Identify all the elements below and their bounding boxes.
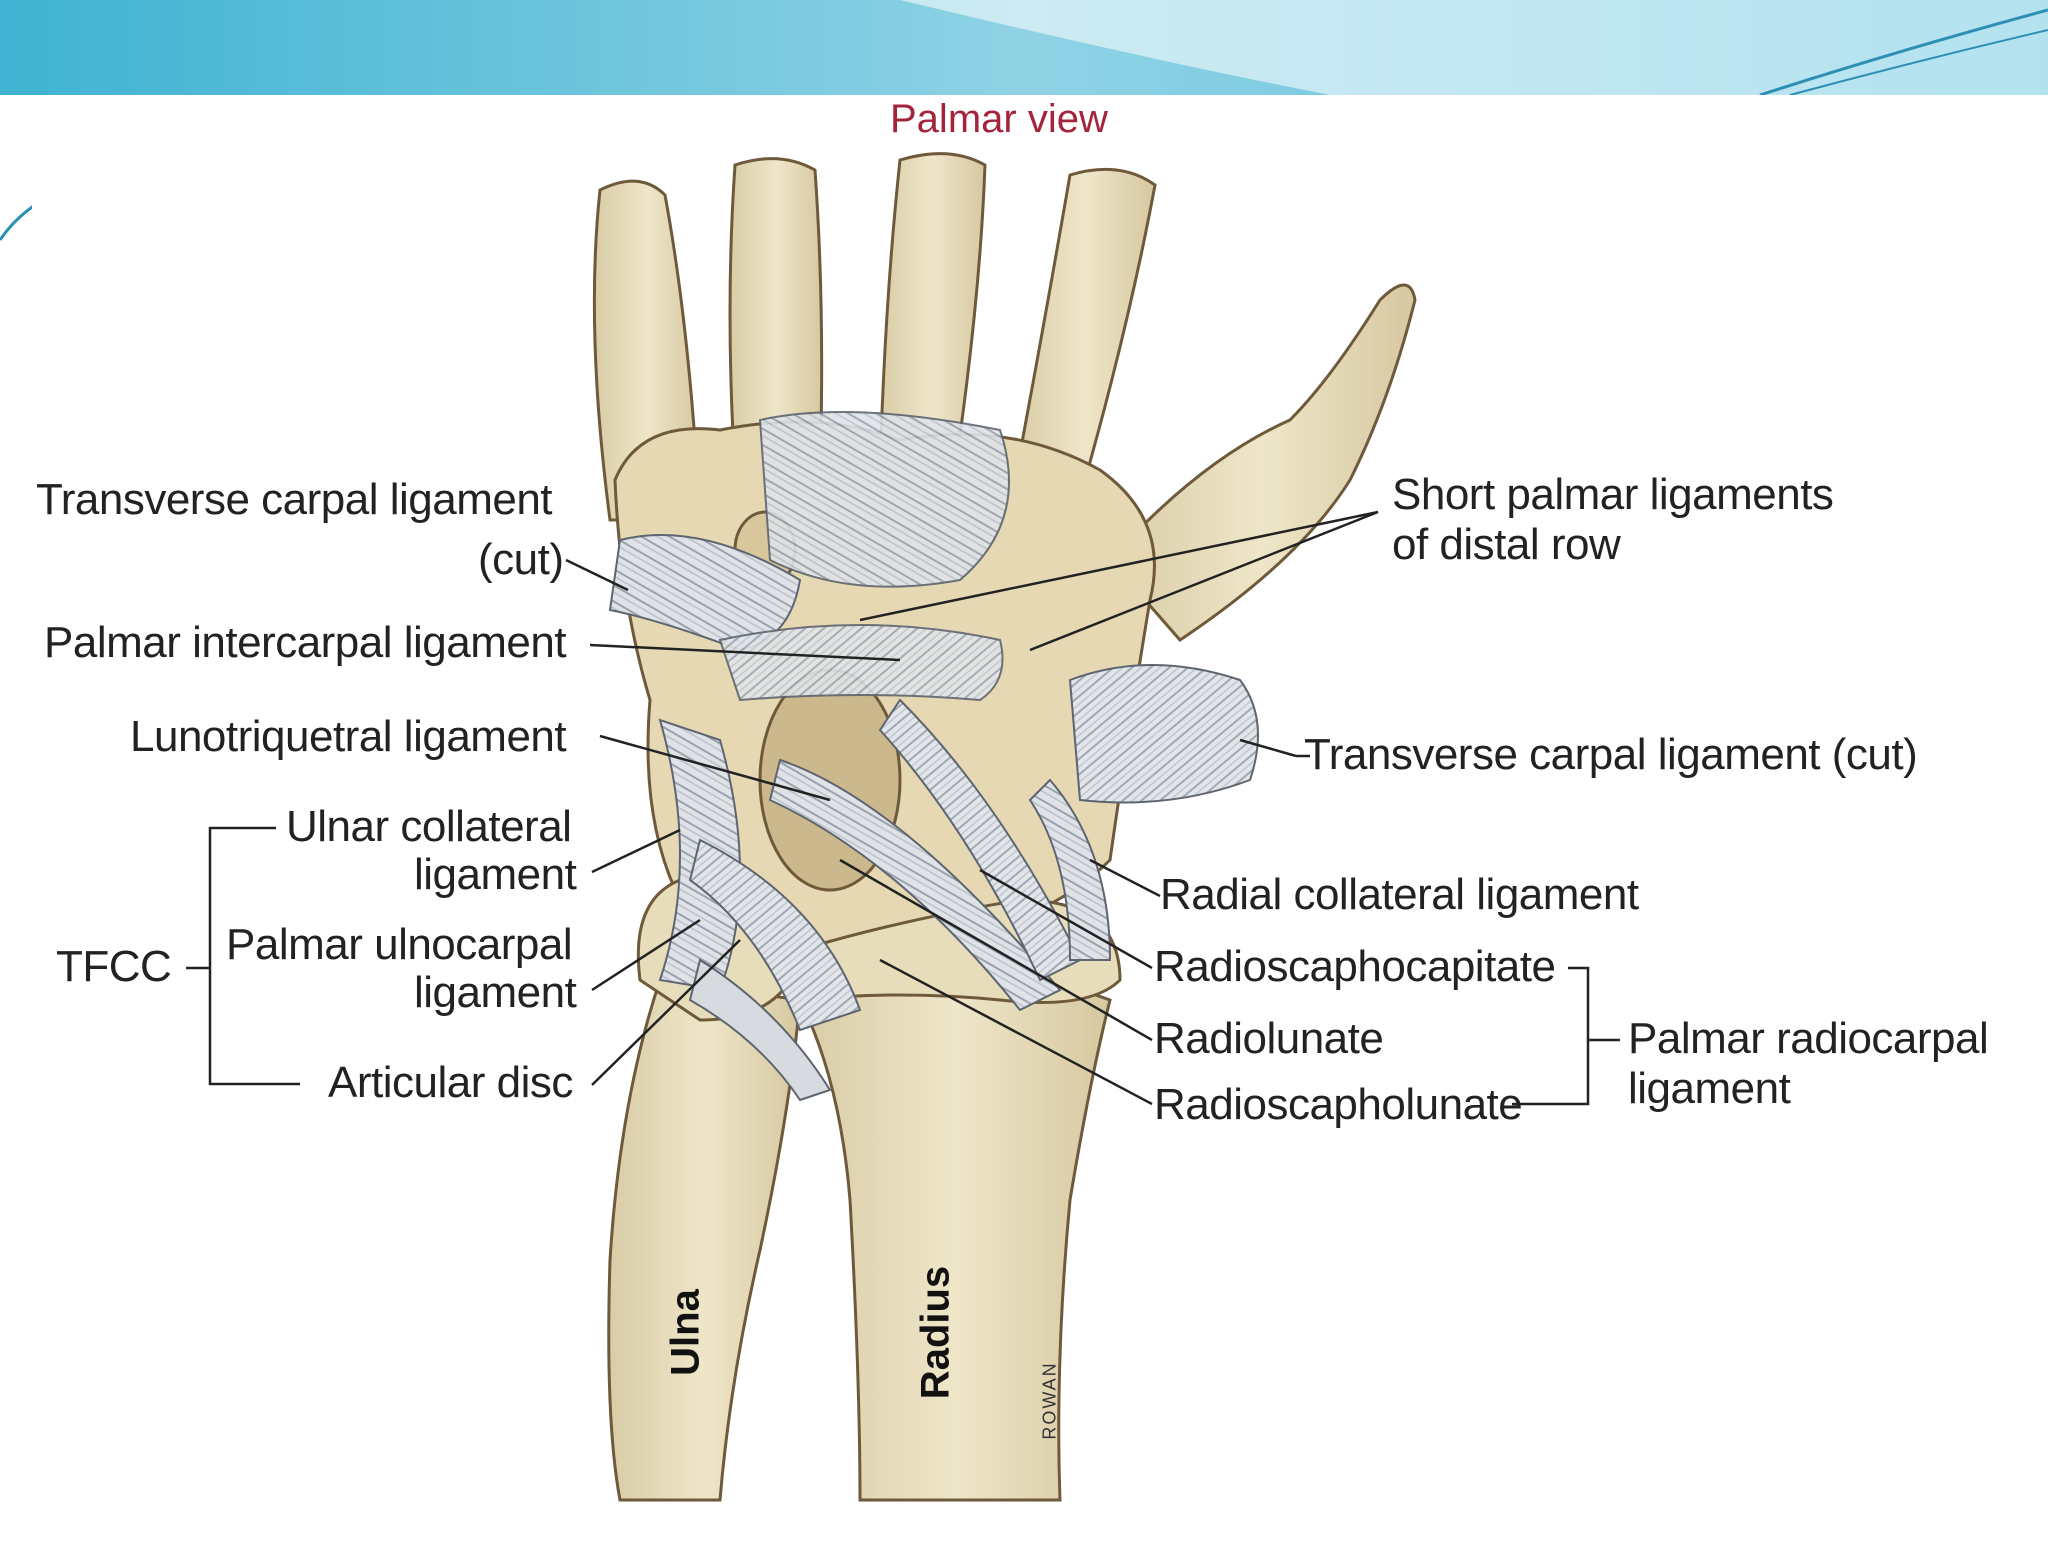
label-radial-collateral: Radial collateral ligament [1160, 870, 1639, 919]
label-lunotriquetral: Lunotriquetral ligament [130, 712, 567, 761]
label-transverse-carpal-left: Transverse carpal ligament [36, 475, 553, 524]
label-ulna: Ulna [663, 1289, 708, 1376]
transverse-carpal-ligament-left [608, 534, 802, 652]
label-palmar-intercarpal: Palmar intercarpal ligament [44, 618, 567, 667]
label-palmar-ulnocarpal-2: ligament [414, 968, 577, 1017]
label-short-palmar-2: of distal row [1392, 520, 1621, 569]
label-palmar-radiocarpal: Palmar radiocarpal [1628, 1014, 1989, 1063]
metacarpal-3 [878, 152, 987, 472]
label-transverse-carpal-left-cut: (cut) [478, 535, 564, 584]
label-ulnar-collateral-2: ligament [414, 850, 577, 899]
metacarpal-2 [1013, 167, 1157, 482]
label-articular-disc: Articular disc [328, 1058, 573, 1107]
label-palmar-ulnocarpal: Palmar ulnocarpal [226, 920, 573, 969]
ulna-bone [607, 978, 802, 1502]
metacarpal-4 [728, 157, 824, 472]
wrist-illustration [186, 152, 1620, 1502]
label-radius: Radius [913, 1265, 958, 1400]
radiolunate-ligament [768, 758, 1062, 1012]
label-palmar-radiocarpal-2: ligament [1628, 1064, 1791, 1113]
radial-collateral-ligament [1028, 778, 1112, 961]
label-ulnar-collateral: Ulnar collateral [286, 802, 572, 851]
label-radioscaphocapitate: Radioscaphocapitate [1154, 942, 1556, 991]
articular-disc [688, 958, 832, 1102]
figure-title: Palmar view [890, 97, 1108, 141]
short-palmar-ligaments [758, 411, 1010, 588]
swoosh [900, 0, 2048, 95]
radioscaphocapitate-ligament [878, 698, 1082, 982]
label-transverse-carpal-right: Transverse carpal ligament (cut) [1304, 730, 1918, 779]
transverse-carpal-ligament-right [1068, 664, 1259, 804]
label-radiolunate: Radiolunate [1154, 1014, 1384, 1063]
palmar-ulnocarpal-ligament [688, 838, 862, 1032]
leader-lines [186, 510, 1620, 1106]
label-tfcc: TFCC [56, 942, 172, 991]
label-radioscapholunate: Radioscapholunate [1154, 1080, 1523, 1129]
palmar-intercarpal-ligament [718, 624, 1004, 702]
label-short-palmar: Short palmar ligaments [1392, 470, 1834, 519]
artist-signature: ROWAN [1039, 1361, 1060, 1440]
